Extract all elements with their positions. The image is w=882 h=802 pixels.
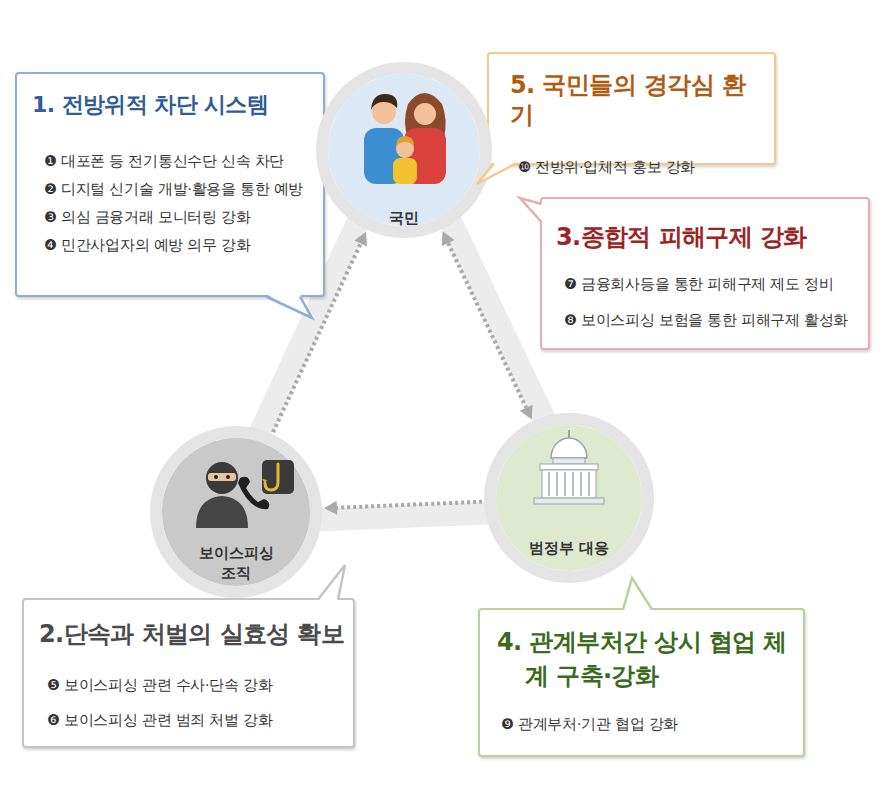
circle-label: 범정부 대응 [519, 538, 619, 558]
capitol-illustration [534, 430, 604, 504]
circle-label: 보이스피싱 조직 [195, 543, 277, 583]
callout-tail [623, 578, 652, 611]
circle-outline [162, 438, 310, 586]
callout-item: ❺ 보이스피싱 관련 수사·단속 강화 [39, 672, 347, 698]
callout-item: ❿ 전방위·입체적 홍보 강화 [510, 154, 766, 180]
dotted-arrow [324, 501, 482, 515]
dotted-line [337, 502, 482, 508]
callout-tail [266, 294, 312, 318]
actor-circle: 국민 [328, 74, 480, 226]
arrow-head [324, 501, 337, 515]
actor-circle: 보이스피싱 조직 [162, 438, 310, 586]
actor-circle: 범정부 대응 [496, 425, 642, 571]
callout-item: ❹ 민간사업자의 예방 의무 강화 [32, 232, 313, 258]
callout-item: ❻ 보이스피싱 관련 범죄 처벌 강화 [39, 707, 347, 733]
circle-fill [162, 438, 310, 586]
callout-item: ❾ 관계부처·기관 협업 강화 [497, 711, 795, 737]
circle-halo [156, 432, 316, 592]
circle-halo [322, 68, 486, 232]
arrow-head [520, 405, 533, 420]
callout-tail [477, 162, 516, 184]
circle-halo [490, 419, 648, 577]
dotted-line [448, 243, 526, 408]
dotted-arrow [273, 232, 367, 433]
callout-box: 5. 국민들의 경각심 환기❿ 전방위·입체적 홍보 강화 [487, 52, 776, 165]
circle-label: 국민 [354, 208, 454, 228]
callout-heading: 2.단속과 처벌의 실효성 확보 [39, 619, 347, 649]
circle-outline [328, 74, 480, 226]
arrow-head [442, 231, 455, 246]
hacker-illustration [196, 460, 294, 528]
callout-box: 4. 관계부처간 상시 협업 체계 구축·강화 ❾ 관계부처·기관 협업 강화 [478, 608, 805, 757]
callout-heading: 5. 국민들의 경각심 환기 [510, 70, 766, 130]
callout-item: ❽ 보이스피싱 보험을 통한 피해구제 활성화 [556, 307, 862, 333]
callout-heading: 4. 관계부처간 상시 협업 체계 구축·강화 [497, 625, 795, 693]
callout-box: 2.단속과 처벌의 실효성 확보 ❺ 보이스피싱 관련 수사·단속 강화 ❻ 보이스… [22, 598, 355, 748]
arrow-head [354, 232, 367, 247]
circle-fill [328, 74, 480, 226]
dotted-arrow [442, 231, 533, 419]
circle-fill [496, 425, 642, 571]
dotted-line [273, 243, 361, 432]
callout-item: ❷ 디지털 신기술 개발·활용을 통한 예방 [32, 176, 313, 202]
callout-heading: 3.종합적 피해구제 강화 [556, 222, 862, 252]
callout-box: 1. 전방위적 차단 시스템 ❶ 대포폰 등 전기통신수단 신속 차단❷ 디지털 … [15, 72, 325, 297]
family-illustration [364, 93, 446, 184]
callout-item: ❼ 금융회사등을 통한 피해구제 제도 정비 [556, 271, 862, 297]
callout-tail [520, 198, 543, 222]
callout-item: ❶ 대포폰 등 전기통신수단 신속 차단 [32, 148, 313, 174]
callout-tail [318, 565, 345, 601]
callout-item: ❸ 의심 금융거래 모니터링 강화 [32, 204, 313, 230]
callout-box: 3.종합적 피해구제 강화 ❼ 금융회사등을 통한 피해구제 제도 정비 ❽ 보이스… [540, 197, 870, 350]
callout-heading: 1. 전방위적 차단 시스템 [32, 90, 313, 120]
